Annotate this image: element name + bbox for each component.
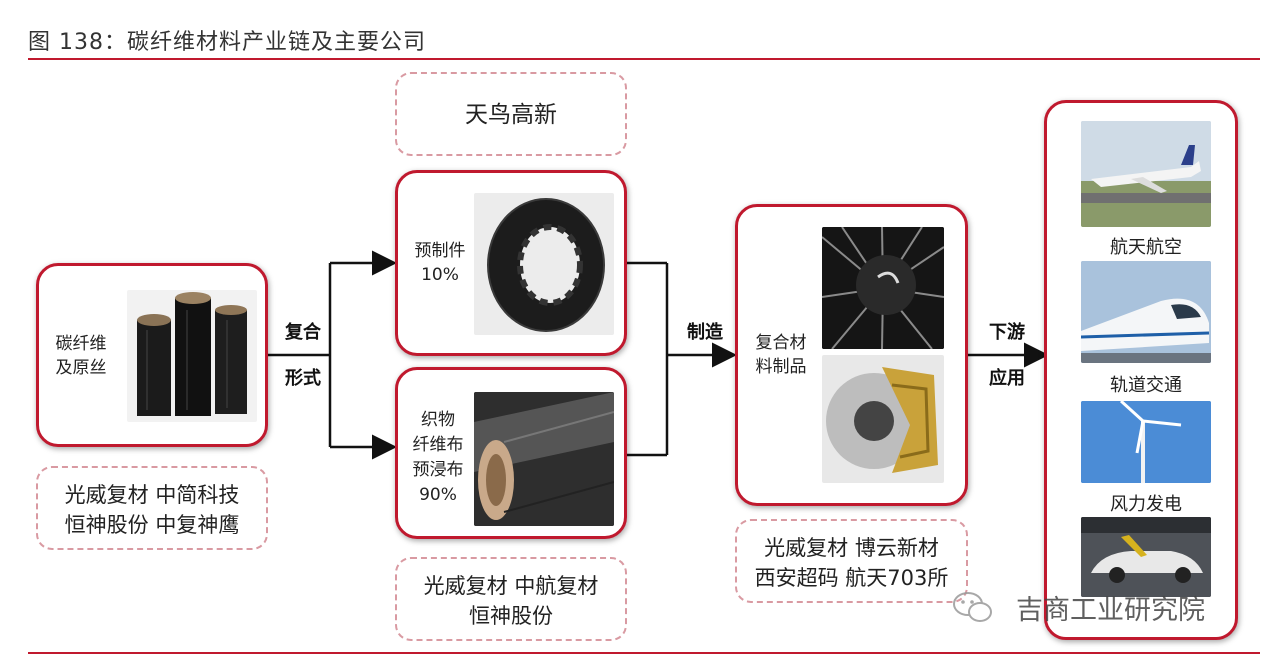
jet-engine-fan-image: [822, 227, 944, 349]
downstream-label: 下游 应用: [982, 318, 1032, 390]
wechat-icon: [953, 592, 992, 622]
prepreg-box: 织物 纤维布 预浸布 90%: [395, 367, 627, 539]
composite-form-line2: 形式: [285, 368, 321, 389]
app-wind-label: 风力发电: [1110, 494, 1182, 515]
prepreg-label-line4: 90%: [419, 485, 457, 505]
raw-material-box: 碳纤维 及原丝: [36, 263, 268, 447]
downstream-label-line2: 应用: [989, 368, 1025, 389]
raw-companies-box: 光威复材 中简科技 恒神股份 中复神鹰: [36, 466, 268, 550]
prepreg-label: 织物 纤维布 预浸布 90%: [402, 408, 474, 508]
automotive-image: [1081, 517, 1211, 597]
app-aerospace-label: 航天航空: [1110, 237, 1182, 258]
top-company-name: 天鸟高新: [465, 102, 557, 128]
composite-products-label-line1: 复合材: [755, 333, 807, 353]
brake-caliper-image: [822, 355, 944, 483]
applications-box: 航天航空 轨道交通 风力发电: [1044, 100, 1238, 640]
prepreg-label-line1: 织物: [421, 410, 455, 430]
middle-companies-line1: 光威复材 中航复材: [423, 574, 599, 598]
raw-companies-line1: 光威复材 中简科技: [64, 483, 240, 507]
composite-form-line1: 复合: [285, 322, 321, 343]
products-companies-box: 光威复材 博云新材 西安超码 航天703所: [735, 519, 968, 603]
aircraft-image: [1081, 121, 1211, 227]
preform-label: 预制件 10%: [404, 239, 476, 287]
middle-companies-line2: 恒神股份: [469, 604, 553, 628]
downstream-label-line1: 下游: [989, 322, 1025, 343]
figure-title: 图 138：碳纤维材料产业链及主要公司: [28, 30, 426, 55]
preform-box: 预制件 10%: [395, 170, 627, 356]
raw-companies-line2: 恒神股份 中复神鹰: [64, 513, 240, 537]
raw-label-line1: 碳纤维: [55, 334, 107, 354]
carbon-fabric-roll-image: [474, 392, 614, 526]
title-rule: [28, 58, 1260, 60]
carbon-fiber-spools-image: [127, 290, 257, 422]
products-companies-line1: 光威复材 博云新材: [764, 536, 939, 560]
prepreg-label-line3: 预浸布: [412, 460, 464, 480]
preform-label-line2: 10%: [421, 265, 459, 285]
app-rail-label: 轨道交通: [1110, 375, 1182, 396]
brake-disc-preform-image: [474, 193, 614, 335]
watermark: 吉商工业研究院: [950, 588, 1250, 628]
preform-label-line1: 预制件: [414, 241, 466, 261]
bottom-rule: [28, 652, 1260, 654]
high-speed-train-image: [1081, 261, 1211, 363]
middle-companies-box: 光威复材 中航复材 恒神股份: [395, 557, 627, 641]
raw-label-line2: 及原丝: [55, 358, 107, 378]
manufacture-label: 制造: [687, 322, 723, 343]
prepreg-label-line2: 纤维布: [412, 435, 464, 455]
watermark-text: 吉商工业研究院: [1016, 595, 1205, 626]
raw-label: 碳纤维 及原丝: [45, 332, 117, 380]
composite-products-box: 复合材 料制品: [735, 204, 968, 506]
products-companies-line2: 西安超码 航天703所: [754, 566, 949, 590]
top-company-box: 天鸟高新: [395, 72, 627, 156]
composite-form-label: 复合 形式: [278, 318, 328, 390]
composite-products-label-line2: 料制品: [755, 357, 807, 377]
wind-turbine-image: [1081, 401, 1211, 483]
composite-products-label: 复合材 料制品: [742, 331, 820, 379]
